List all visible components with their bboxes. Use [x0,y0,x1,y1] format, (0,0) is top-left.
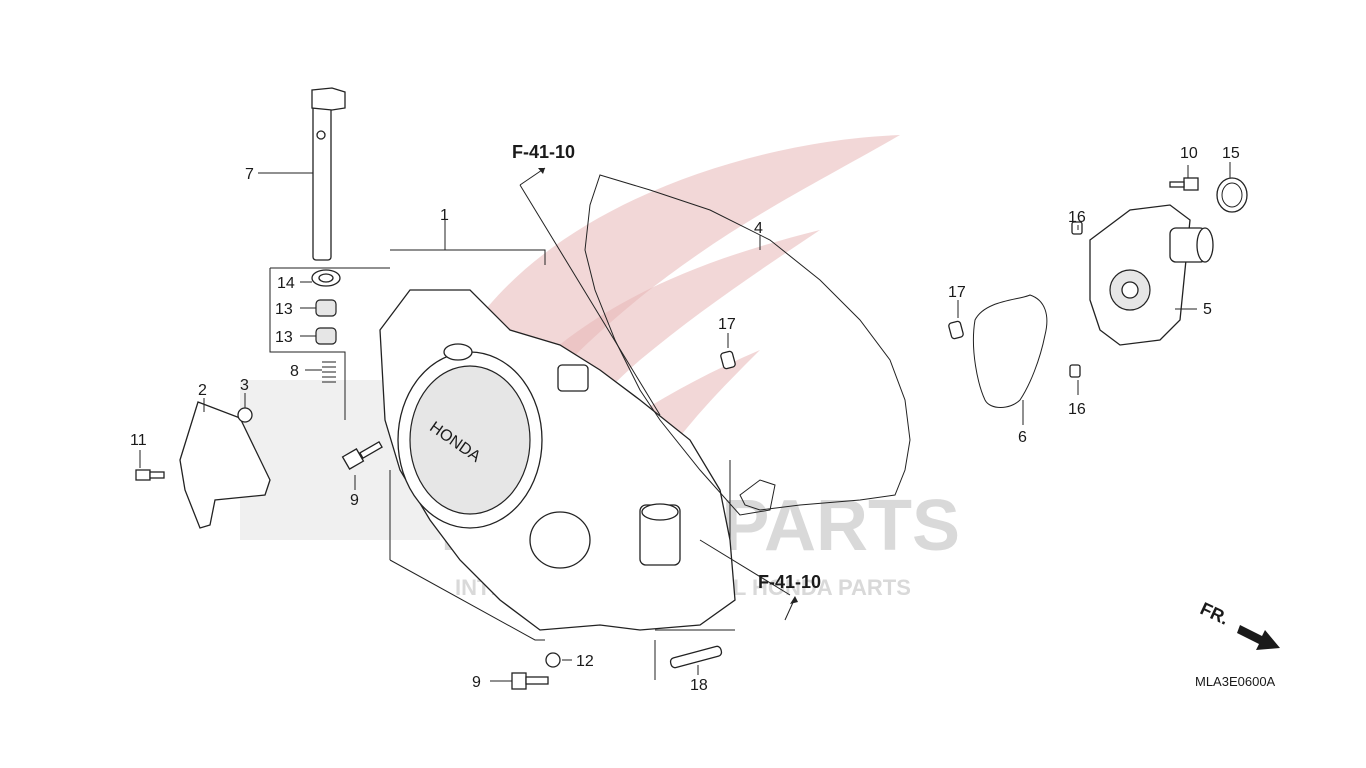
callout-11: 11 [130,432,147,449]
callout-15: 15 [1222,145,1240,162]
svg-text:F-41-10: F-41-10 [512,142,575,162]
part-8-spring [322,361,336,383]
part-13-bearing-b [315,327,337,345]
part-7-shaft [311,87,346,261]
callout-6: 6 [1018,429,1027,446]
callout-9-upper: 9 [350,492,359,509]
callout-8: 8 [290,363,299,380]
part-13-bearing-a [315,299,337,317]
part-9-bolt-lower [511,672,549,690]
part-17-pin-a [720,350,736,370]
part-16-dowel-a [1071,221,1083,235]
callout-18: 18 [690,677,708,694]
fr-direction-arrow: FR. [1197,598,1280,650]
callout-14: 14 [277,275,295,292]
callout-10: 10 [1180,145,1198,162]
callout-16-a: 16 [1068,209,1086,226]
part-3-collar [237,407,253,423]
callout-4: 4 [754,220,763,237]
callout-16-b: 16 [1068,401,1086,418]
part-1-cover: HONDA [379,289,736,631]
callout-12: 12 [576,653,594,670]
callout-2: 2 [198,382,207,399]
part-12-washer [545,652,561,668]
callout-labels: 1 2 3 4 5 6 7 8 9 9 10 11 12 13 13 14 15… [130,145,1240,694]
part-6-oring [972,294,1048,408]
part-2-guard [179,401,271,529]
fr-label: FR. [1197,598,1232,628]
part-5-water-pump [1089,204,1214,346]
svg-text:F-41-10: F-41-10 [758,572,821,592]
diagram-code: MLA3E0600A [1195,674,1276,689]
leader-lines [139,162,1231,682]
callout-5: 5 [1203,301,1212,318]
callout-3: 3 [240,377,249,394]
callout-1: 1 [440,207,449,224]
part-16-dowel-b [1069,364,1081,378]
part-9-bolt-upper [341,441,383,470]
ref-f-41-10-bottom: F-41-10 [758,572,821,621]
part-18-pipe [669,645,723,669]
callout-17-b: 17 [718,316,736,333]
part-14-seal [311,269,341,287]
callout-13-b: 13 [275,329,293,346]
part-11-bolt [135,469,165,481]
part-10-bolt [1169,177,1199,191]
part-4-gasket [584,174,911,516]
callout-17-a: 17 [948,284,966,301]
ref-f-41-10-top: F-41-10 [512,142,575,186]
callout-13-a: 13 [275,301,293,318]
callout-9-lower: 9 [472,674,481,691]
callout-7: 7 [245,166,254,183]
part-17-pin-b [948,320,964,340]
